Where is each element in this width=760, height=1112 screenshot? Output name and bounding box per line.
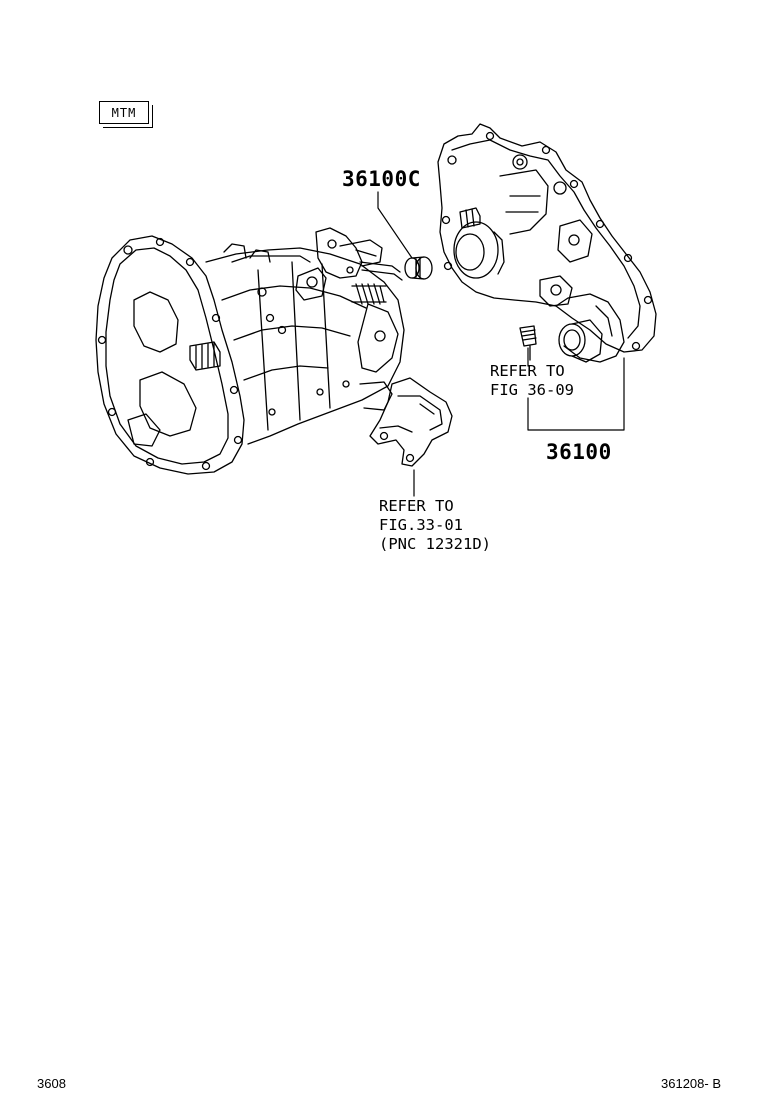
bearing-36100C-drawing bbox=[404, 256, 433, 280]
part-number-36100[interactable]: 36100 bbox=[546, 440, 612, 464]
reference-fig-33-01[interactable]: REFER TO FIG.33-01 (PNC 12321D) bbox=[379, 497, 491, 554]
page-code: 3608 bbox=[37, 1076, 66, 1091]
part-number-36100C[interactable]: 36100C bbox=[342, 167, 421, 191]
output-seal-drawing bbox=[558, 319, 603, 363]
leader-lines bbox=[377, 191, 625, 497]
mounting-bracket-drawing bbox=[369, 377, 453, 467]
stud-pin-drawing bbox=[519, 325, 537, 361]
shift-spring-drawing bbox=[351, 283, 387, 305]
reference-fig-36-09[interactable]: REFER TO FIG 36-09 bbox=[490, 362, 574, 400]
mtm-badge-label: MTM bbox=[111, 105, 137, 120]
mtm-badge: MTM bbox=[99, 101, 153, 128]
transmission-case-drawing bbox=[95, 227, 405, 475]
reference-line: REFER TO bbox=[379, 497, 454, 515]
illustration-code: 361208- B bbox=[661, 1076, 721, 1091]
transfer-case-drawing bbox=[437, 123, 657, 363]
reference-line: REFER TO bbox=[490, 362, 565, 380]
reference-line: FIG 36-09 bbox=[490, 381, 574, 399]
reference-line: (PNC 12321D) bbox=[379, 535, 491, 553]
reference-line: FIG.33-01 bbox=[379, 516, 463, 534]
